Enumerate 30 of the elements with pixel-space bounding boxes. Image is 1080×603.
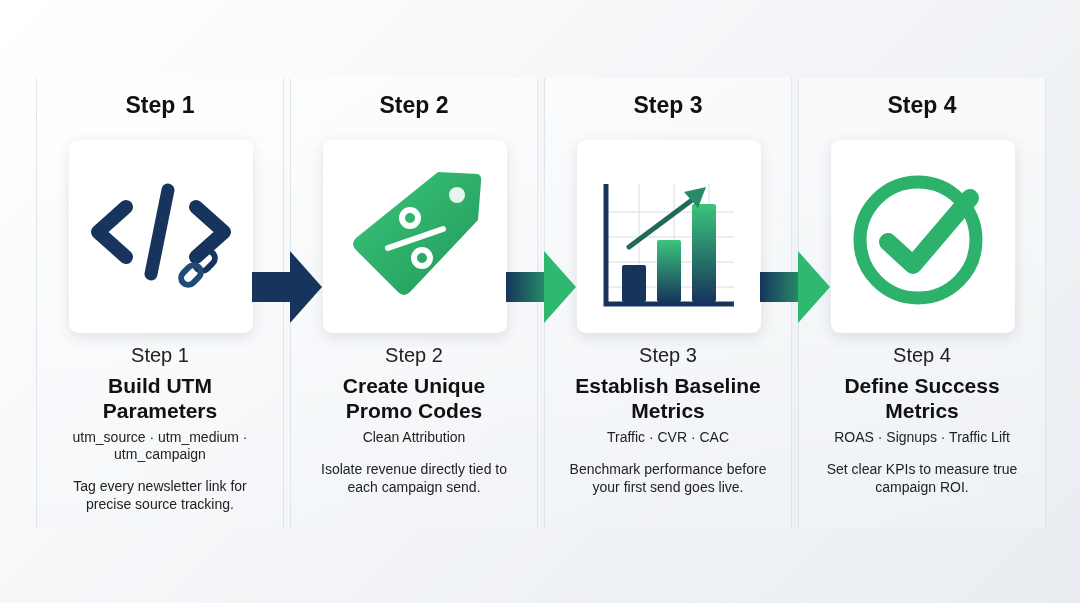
- step-heading: Step 3: [632, 92, 704, 119]
- step-label: Step 2: [385, 344, 443, 367]
- icon-card: [69, 140, 253, 333]
- arrow: [252, 251, 322, 323]
- arrow: [760, 251, 830, 323]
- step-description: Set clear KPIs to measure true campaign ROI.: [825, 460, 1019, 496]
- step-subtitle: Traffic · CVR · CAC: [605, 429, 731, 446]
- step-heading: Step 4: [886, 92, 958, 119]
- step-description: Tag every newsletter link for precise source tracking.: [72, 477, 248, 513]
- step-subtitle: Clean Attribution: [361, 429, 467, 446]
- step-label: Step 3: [639, 344, 697, 367]
- step-label: Step 4: [893, 344, 951, 367]
- icon-card: [323, 140, 507, 333]
- icon-card: [831, 140, 1015, 333]
- step-description: Isolate revenue directly tied to each campaign send.: [320, 460, 508, 496]
- step-column: [798, 78, 1046, 528]
- step-label: Step 1: [131, 344, 189, 367]
- step-column: [544, 78, 792, 528]
- step-title: Create Unique Promo Codes: [341, 373, 487, 423]
- step-title: Define Success Metrics: [843, 373, 1001, 423]
- step-column: [290, 78, 538, 528]
- step-heading: Step 2: [378, 92, 450, 119]
- step-description: Benchmark performance before your first send goes live.: [568, 460, 768, 496]
- step-title: Establish Baseline Metrics: [574, 373, 762, 423]
- arrow: [506, 251, 576, 323]
- step-title: Build UTM Parameters: [101, 373, 219, 423]
- step-subtitle: utm_source · utm_medium · utm_campaign: [71, 429, 249, 463]
- step-subtitle: ROAS · Signups · Traffic Lift: [833, 429, 1011, 446]
- step-heading: Step 1: [124, 92, 196, 119]
- icon-card: [577, 140, 761, 333]
